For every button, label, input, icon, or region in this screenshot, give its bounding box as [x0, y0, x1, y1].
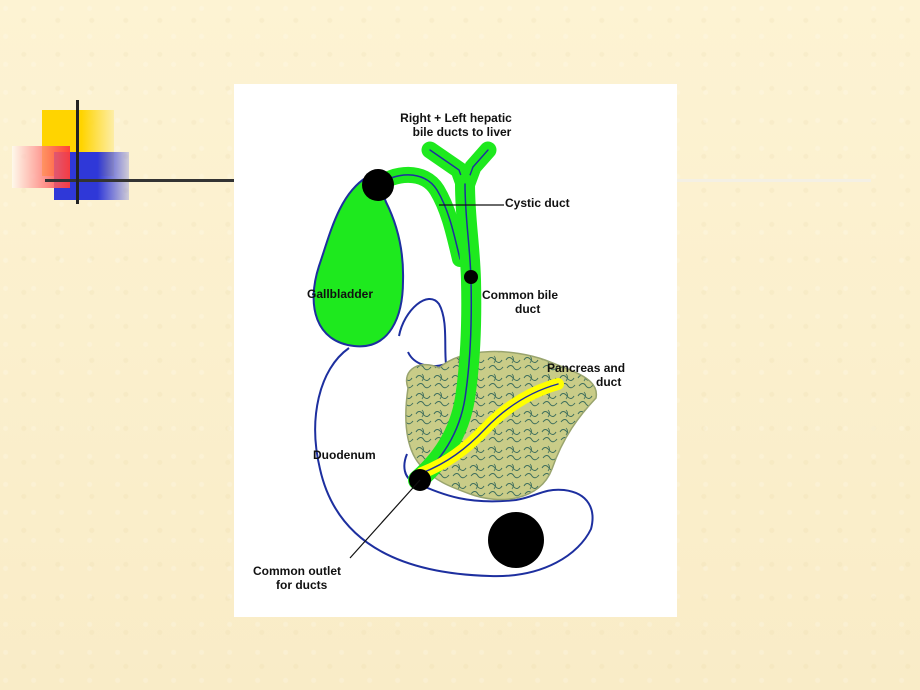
common-bile-duct-marker-dot	[464, 270, 478, 284]
hepatic-label-line-2: bile ducts to liver	[413, 125, 512, 139]
gallbladder-marker-dot	[362, 169, 394, 201]
hepatic-label-line-1: Right + Left hepatic	[400, 111, 512, 125]
common-outlet-pointer	[349, 479, 421, 559]
common-outlet-label-line-1: Common outlet	[253, 564, 341, 578]
stomach-outline	[398, 298, 448, 368]
pancreas-label-line-2: duct	[596, 375, 621, 389]
gallbladder	[312, 175, 405, 348]
common-bile-duct-label-line-2: duct	[515, 302, 540, 316]
duodenum-outline	[314, 347, 594, 578]
bile-duct-diagram: Right + Left hepatic bile ducts to liver…	[253, 111, 625, 592]
gallbladder-label: Gallbladder	[307, 287, 373, 301]
bile-duct-diagram-panel: Right + Left hepatic bile ducts to liver…	[234, 84, 677, 617]
duodenum-marker-dot	[488, 512, 544, 568]
pancreas-label-line-1: Pancreas and	[547, 361, 625, 375]
common-bile-duct-outline	[417, 183, 473, 481]
vertical-divider	[76, 100, 79, 204]
common-bile-duct-label-line-1: Common bile	[482, 288, 558, 302]
cystic-duct-outline	[376, 174, 461, 260]
duodenum-label: Duodenum	[313, 448, 376, 462]
cystic-duct-label: Cystic duct	[505, 196, 570, 210]
common-outlet-label-line-2: for ducts	[276, 578, 328, 592]
pancreatic-duct-outline	[421, 383, 559, 474]
